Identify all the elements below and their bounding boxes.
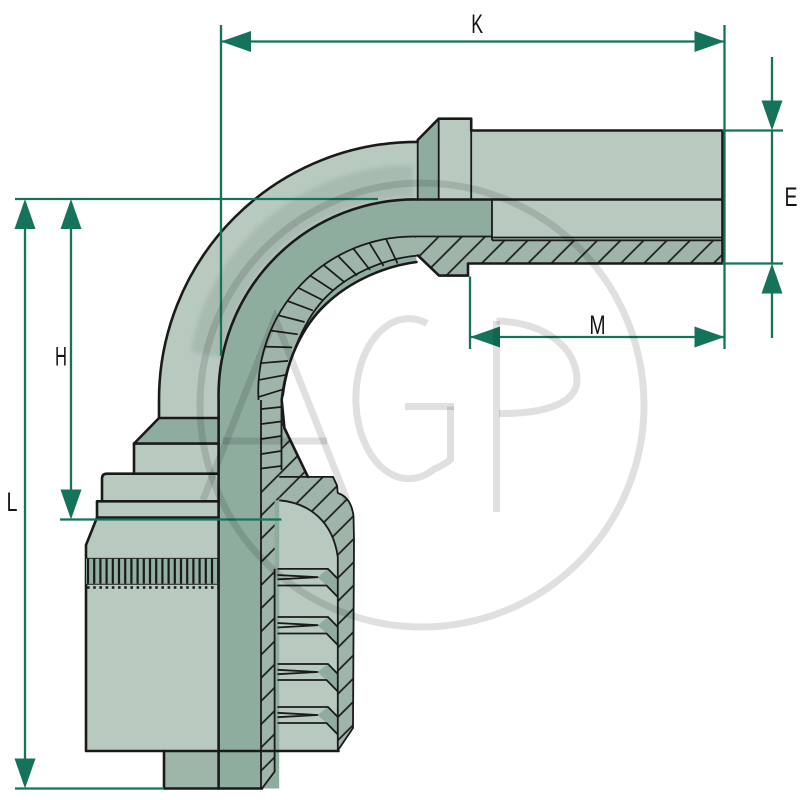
svg-text:K: K [471, 9, 483, 39]
svg-text:H: H [55, 342, 67, 372]
svg-text:M: M [589, 310, 605, 340]
svg-text:L: L [7, 487, 18, 517]
svg-text:E: E [785, 182, 798, 212]
